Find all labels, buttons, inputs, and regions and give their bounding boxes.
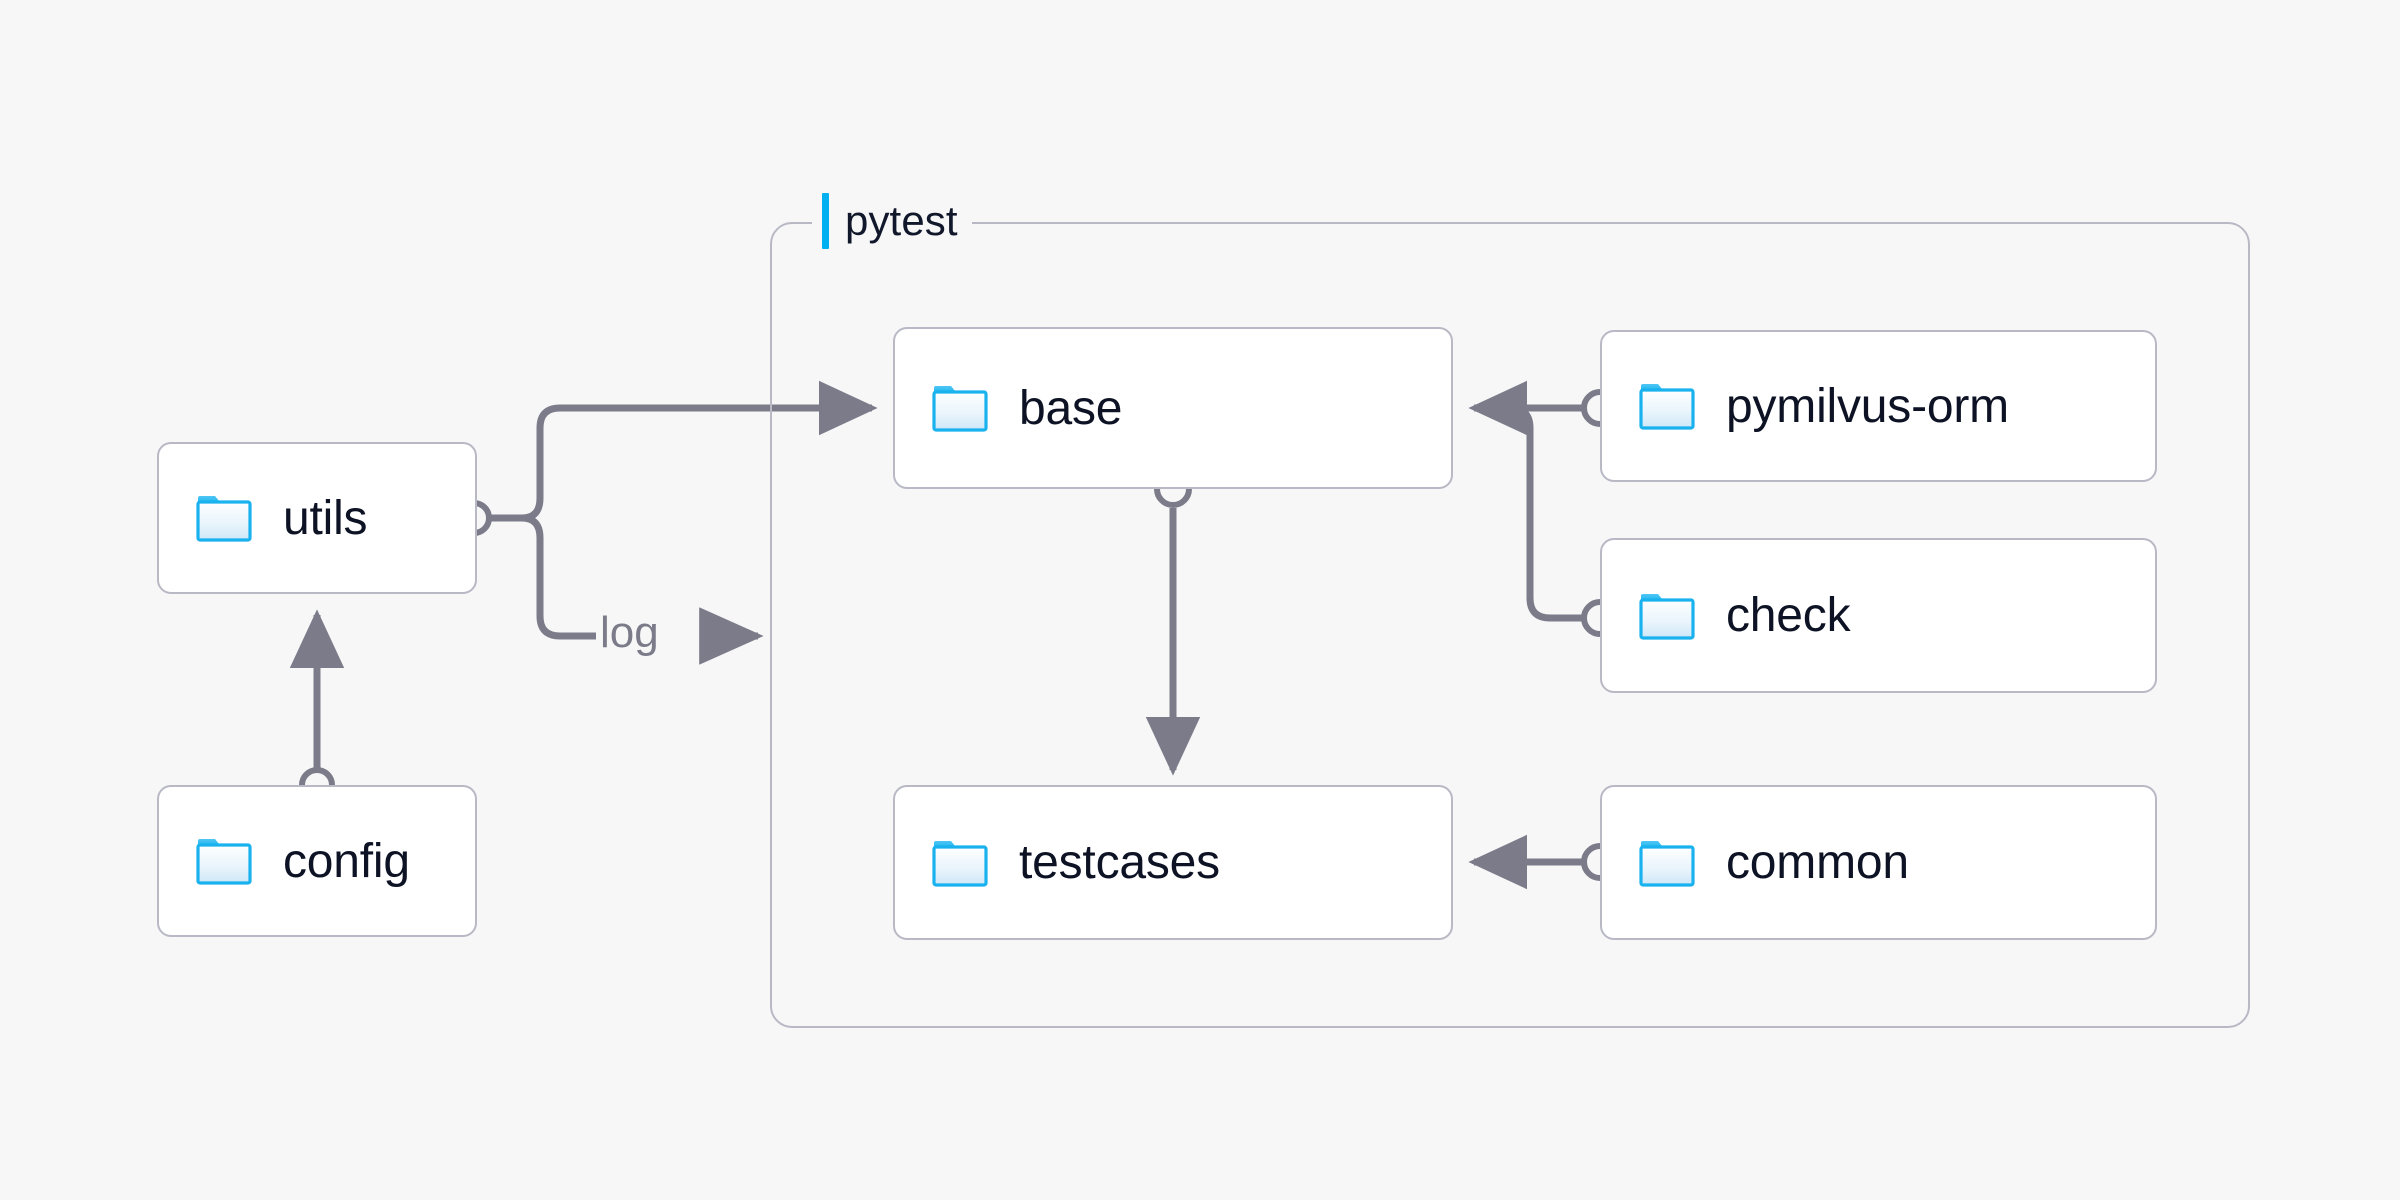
pytest-group-label: pytest [812,190,972,252]
node-testcases-label: testcases [1019,836,1220,889]
folder-icon [196,839,252,885]
folder-icon [1639,593,1695,640]
folder-icon [932,840,988,887]
node-check-label: check [1726,589,1851,642]
node-check[interactable]: check [1600,538,2157,693]
node-config-label: config [283,834,410,888]
pytest-group-label-text: pytest [845,197,958,244]
folder-icon [932,386,988,432]
node-pymilvus-orm[interactable]: pymilvus-orm [1600,330,2157,482]
node-pymilvus-orm-label: pymilvus-orm [1726,379,2009,433]
node-testcases[interactable]: testcases [893,785,1453,940]
accent-bar-icon [822,193,829,249]
edge-utils-to-log [521,514,596,640]
node-base-label: base [1019,381,1123,435]
folder-icon [196,496,252,542]
edge-label-log: log [600,608,659,657]
node-utils-label: utils [283,491,368,545]
folder-icon [1639,384,1695,430]
node-utils[interactable]: utils [157,442,477,594]
node-config[interactable]: config [157,785,477,937]
node-common[interactable]: common [1600,785,2157,940]
pytest-group-container[interactable] [770,222,2250,1028]
folder-icon [1639,840,1695,887]
node-common-label: common [1726,836,1909,889]
node-base[interactable]: base [893,327,1453,489]
